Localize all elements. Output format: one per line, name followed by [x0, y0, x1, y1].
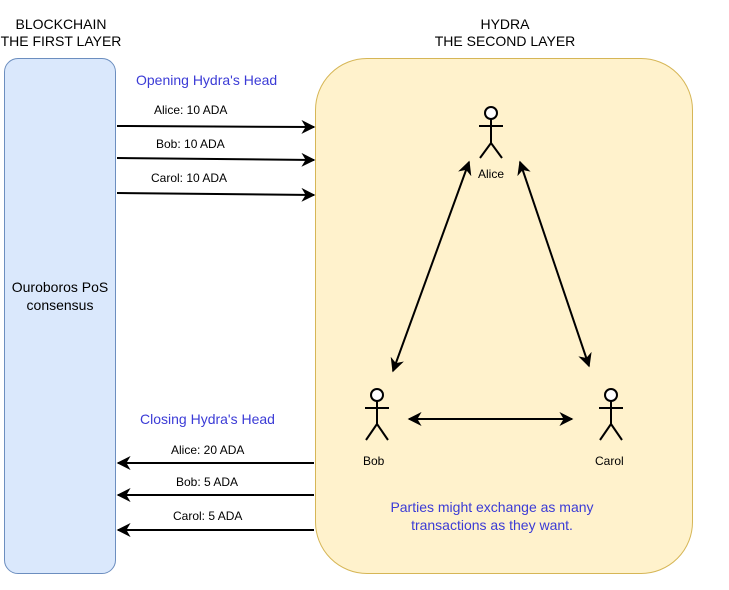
blockchain-layer-box — [4, 58, 116, 574]
carol-actor-icon — [599, 388, 623, 441]
layer2-title-line1: HYDRA — [480, 16, 530, 32]
exchange-note-line1: Parties might exchange as many — [390, 499, 594, 515]
opening-transfer-carol: Carol: 10 ADA — [151, 171, 228, 185]
bob-actor-icon — [365, 388, 389, 441]
layer1-title-line1: BLOCKCHAIN — [15, 16, 107, 32]
closing-title: Closing Hydra's Head — [140, 411, 275, 427]
consensus-line1: Ouroboros PoS — [11, 279, 109, 295]
opening-arrow-carol — [116, 187, 316, 202]
alice-carol-connection — [517, 160, 592, 368]
exchange-note-line2: transactions as they want. — [411, 517, 573, 533]
carol-label: Carol — [595, 454, 624, 468]
layer2-title: HYDRA THE SECOND LAYER — [405, 16, 605, 50]
layer1-title: BLOCKCHAIN THE FIRST LAYER — [0, 16, 122, 50]
consensus-line2: consensus — [26, 297, 94, 313]
alice-bob-connection — [390, 160, 472, 373]
exchange-note: Parties might exchange as many transacti… — [362, 498, 622, 534]
opening-transfer-bob: Bob: 10 ADA — [156, 137, 225, 151]
alice-label: Alice — [478, 167, 505, 181]
layer2-title-line2: THE SECOND LAYER — [434, 33, 576, 49]
layer1-title-line2: THE FIRST LAYER — [0, 33, 122, 49]
alice-actor-icon — [479, 106, 503, 159]
opening-arrow-alice — [116, 119, 316, 134]
hydra-layer-box — [315, 58, 693, 574]
opening-arrow-bob — [116, 152, 316, 167]
closing-transfer-carol: Carol: 5 ADA — [173, 509, 243, 523]
opening-title: Opening Hydra's Head — [136, 72, 278, 88]
consensus-label: Ouroboros PoS consensus — [4, 278, 116, 314]
bob-label: Bob — [363, 454, 385, 468]
opening-transfer-alice: Alice: 10 ADA — [154, 103, 228, 117]
closing-transfer-bob: Bob: 5 ADA — [176, 475, 239, 489]
closing-transfer-alice: Alice: 20 ADA — [171, 443, 245, 457]
